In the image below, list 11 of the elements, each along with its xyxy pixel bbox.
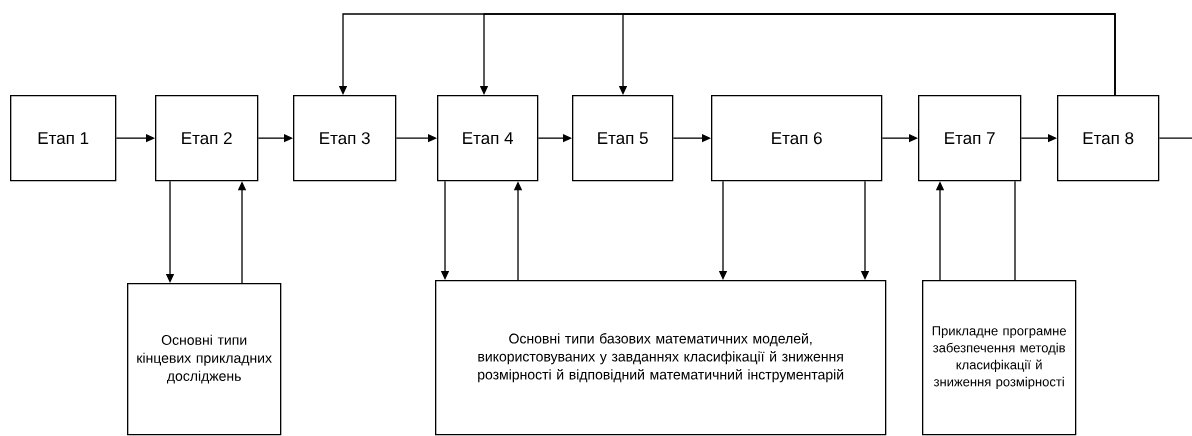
stage-box: Етап 2 [155, 95, 259, 182]
stage-box: Етап 7 [918, 95, 1022, 182]
stage-box: Етап 3 [293, 95, 397, 182]
stage-box: Етап 4 [437, 95, 539, 182]
description-box: Прикладне програмне забезпечення методів класифікації й зниження розмірності [922, 280, 1077, 436]
description-box: Основні типи базових математичних моделей, використовуваних у завданнях класифікації й зниження розмірності й відповідний математичний інструментарій [435, 280, 887, 436]
stage-box: Етап 5 [572, 95, 674, 182]
stage-box: Етап 6 [711, 95, 883, 182]
stage-box: Етап 8 [1057, 95, 1160, 182]
description-box: Основні типи кінцевих прикладних досліджень [127, 283, 282, 436]
stage-box: Етап 1 [10, 95, 117, 182]
